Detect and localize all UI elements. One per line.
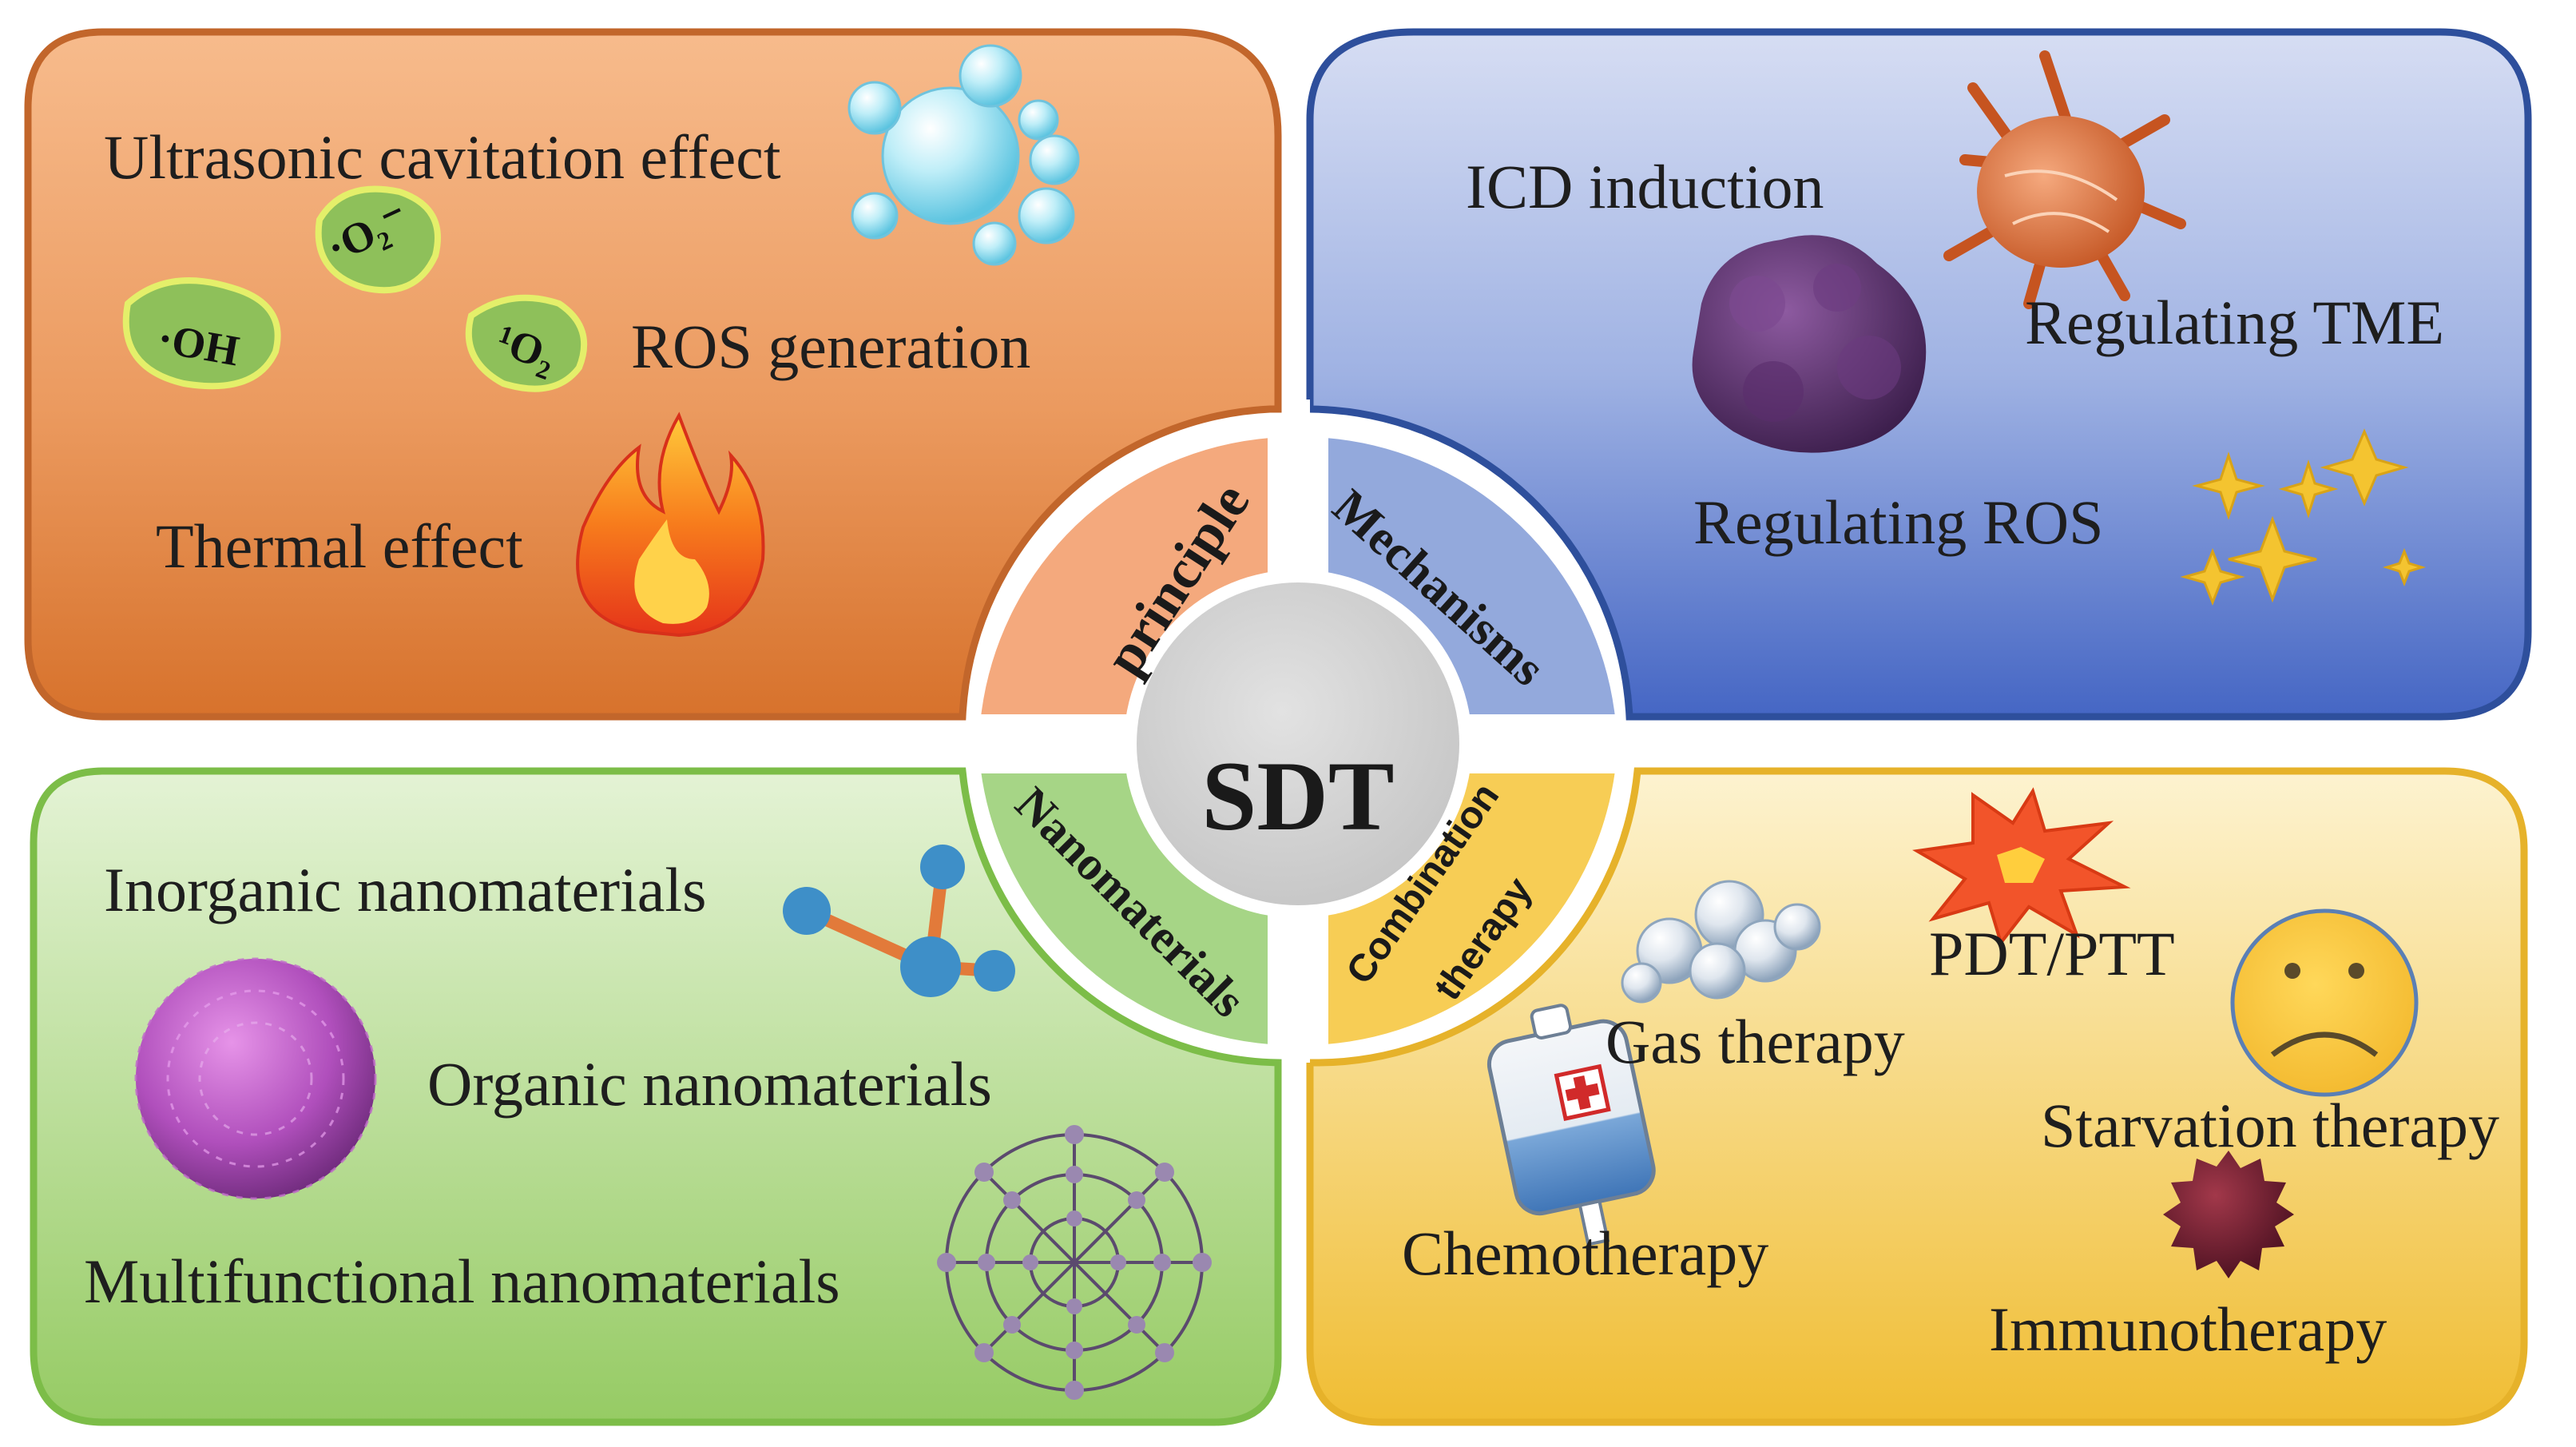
- starvation-therapy-label: Starvation therapy: [2041, 1091, 2499, 1160]
- inorganic-nanomaterials-label: Inorganic nanomaterials: [104, 855, 707, 924]
- molecule-icon: [783, 845, 1015, 997]
- flame-icon: [576, 411, 765, 638]
- regulating-tme-label: Regulating TME: [2025, 288, 2445, 357]
- fullerene-icon: [937, 1125, 1212, 1400]
- thermal-effect-label: Thermal effect: [156, 511, 523, 581]
- center-label: SDT: [1201, 741, 1395, 851]
- icd-induction-label: ICD induction: [1466, 152, 1824, 221]
- gas-therapy-label: Gas therapy: [1606, 1007, 1905, 1076]
- gas-bubbles-icon: [1621, 880, 1821, 1004]
- dark-cell-icon: [2163, 1151, 2294, 1278]
- regulating-ros-label: Regulating ROS: [1693, 487, 2104, 557]
- iv-bag-icon: [1486, 1004, 1656, 1246]
- organic-nanomaterials-label: Organic nanomaterials: [427, 1049, 992, 1119]
- sparkles-icon: [2180, 428, 2427, 606]
- purple-cluster-icon: [1692, 235, 1927, 453]
- bubbles-icon: [847, 44, 1080, 266]
- sad-face-icon: [2230, 908, 2419, 1097]
- ultrasonic-cavitation-label: Ultrasonic cavitation effect: [104, 122, 781, 192]
- center-circle: [1137, 582, 1459, 905]
- immunotherapy-label: Immunotherapy: [1989, 1294, 2387, 1364]
- ros-generation-label: ROS generation: [631, 312, 1031, 381]
- nanosphere-icon: [134, 957, 377, 1200]
- nanomaterials-panel: [30, 767, 1282, 1426]
- pdt-ptt-label: PDT/PTT: [1929, 919, 2175, 988]
- radical-blob-icon: [122, 185, 588, 392]
- chemotherapy-label: Chemotherapy: [1402, 1218, 1769, 1288]
- explosion-icon: [1912, 787, 2131, 947]
- multifunctional-nanomaterials-label: Multifunctional nanomaterials: [84, 1246, 840, 1316]
- tumor-cell-icon: [1943, 50, 2186, 309]
